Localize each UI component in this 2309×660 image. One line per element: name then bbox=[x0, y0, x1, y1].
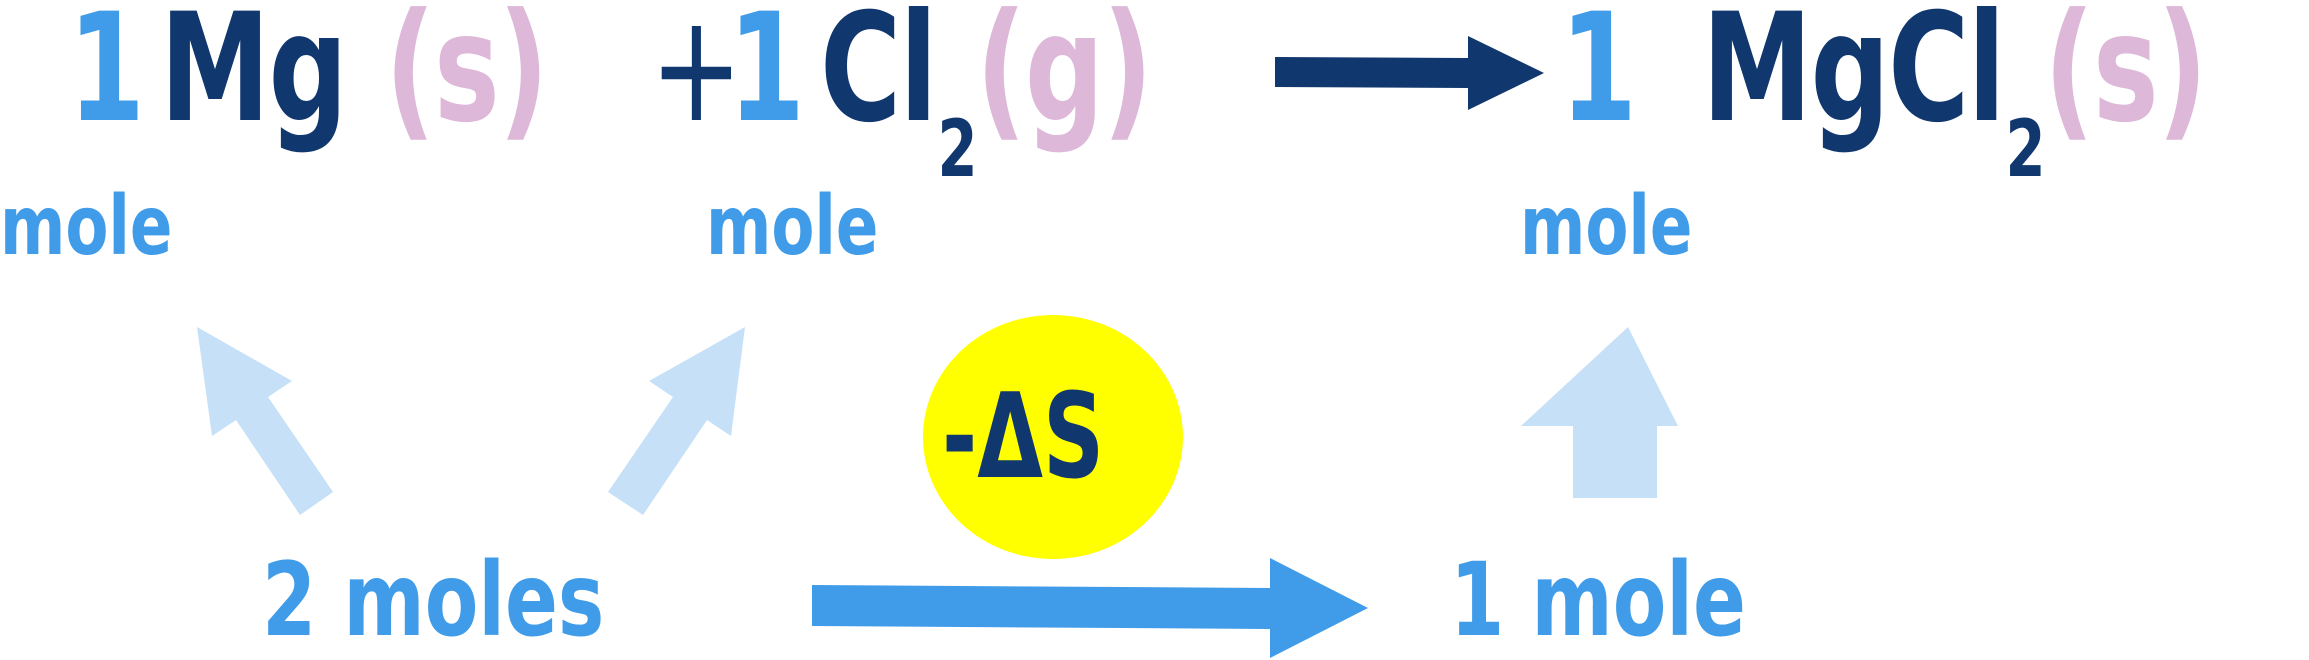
entropy-badge-label: -ΔS bbox=[942, 367, 1105, 505]
main-arrow-icon bbox=[812, 558, 1368, 658]
reactant-total-moles: 2 moles bbox=[262, 541, 605, 660]
plus-sign: + bbox=[650, 0, 743, 156]
reactant2-formula: Cl bbox=[820, 0, 937, 156]
entropy-badge-ellipse bbox=[923, 315, 1183, 559]
light-arrow-up-right-icon bbox=[608, 327, 745, 515]
product-formula-group: MgCl2(s) bbox=[1702, 0, 2208, 189]
reactant2-subscript: 2 bbox=[937, 105, 977, 195]
product-total-moles: 1 mole bbox=[1450, 541, 1746, 660]
light-arrow-up-left-icon bbox=[197, 327, 333, 515]
reactant1-formula: Mg bbox=[160, 0, 348, 156]
reactant2-formula-group: Cl2(g) bbox=[820, 0, 1153, 189]
reactant1-unit: mole bbox=[0, 179, 173, 274]
reactant1-coefficient: 1 bbox=[68, 0, 145, 156]
reactant1-state: (s) bbox=[385, 0, 549, 156]
product-subscript: 2 bbox=[2005, 105, 2046, 195]
reactant2-unit: mole bbox=[706, 179, 879, 274]
reactant2-state: (g) bbox=[975, 0, 1153, 156]
reactant2-coefficient: 1 bbox=[728, 0, 805, 156]
reaction-arrow-icon bbox=[1275, 36, 1544, 110]
light-arrow-up-icon bbox=[1521, 327, 1678, 498]
product-coefficient: 1 bbox=[1560, 0, 1637, 156]
product-formula: MgCl bbox=[1702, 0, 2006, 156]
product-state: (s) bbox=[2043, 0, 2208, 156]
product-unit: mole bbox=[1520, 179, 1693, 274]
